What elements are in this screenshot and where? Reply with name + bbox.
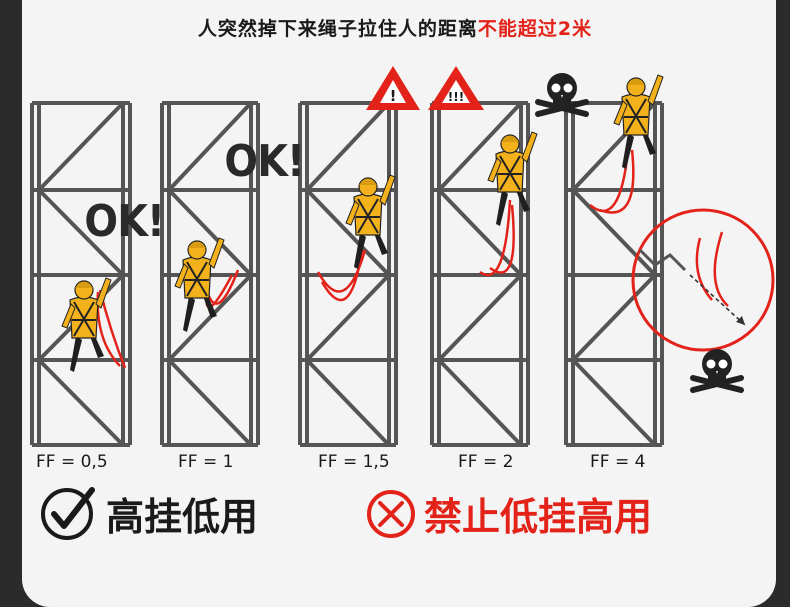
scaffold-towers <box>30 101 664 447</box>
rule-recommended: 高挂低用 <box>106 495 259 539</box>
svg-text:!!!: !!! <box>448 90 464 104</box>
skull-icon <box>693 349 741 390</box>
warning-sign-icon: ! <box>366 66 420 110</box>
danger-sign-icon: !!! <box>428 66 484 110</box>
title-warning: 不能超过2米 <box>477 18 593 40</box>
ok-label: OK! <box>224 136 305 187</box>
ff-label: FF = 1 <box>178 452 234 472</box>
rule-forbidden: 禁止低挂高用 <box>424 495 653 539</box>
ff-label: FF = 4 <box>590 452 646 472</box>
check-circle-icon <box>41 487 95 540</box>
cross-circle-icon <box>367 490 415 538</box>
fall-arrow <box>689 274 746 326</box>
worker-ff-1 <box>174 237 225 333</box>
svg-text:!: ! <box>390 87 397 105</box>
skull-icon <box>538 73 586 114</box>
ff-label: FF = 2 <box>458 452 514 472</box>
title-text: 人突然掉下来绳子拉住人的距离 <box>197 18 478 40</box>
ff-label: FF = 1,5 <box>318 452 390 472</box>
page-title: 人突然掉下来绳子拉住人的距离不能超过2米 <box>0 14 790 41</box>
ok-label: OK! <box>84 196 165 247</box>
magnifier-circle <box>631 208 775 352</box>
worker-ff-05 <box>61 277 112 373</box>
ff-label: FF = 0,5 <box>36 452 108 472</box>
